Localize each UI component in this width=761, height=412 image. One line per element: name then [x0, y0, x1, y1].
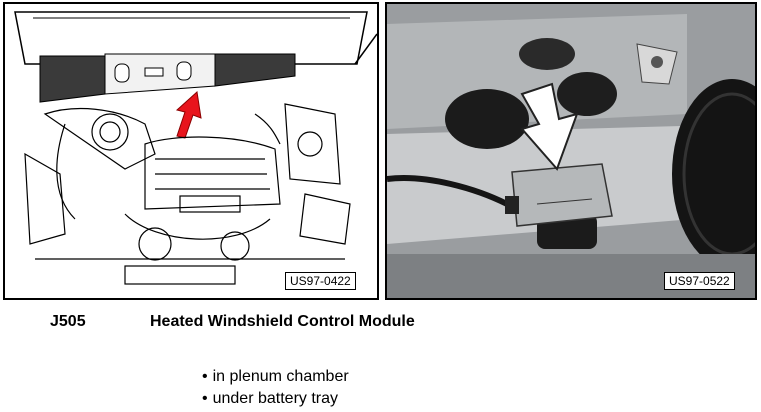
control-module [505, 163, 613, 227]
figure-code-right: US97-0522 [664, 272, 735, 290]
plenum-cover [39, 53, 296, 103]
engine-bay-figure: US97-0422 [3, 2, 379, 300]
red-arrow-icon [175, 91, 202, 139]
location-item: in plenum chamber [202, 366, 349, 388]
component-id: J505 [50, 313, 86, 330]
control-module-photo: US97-0522 [385, 2, 757, 300]
engine-block [24, 103, 351, 285]
component-name: Heated Windshield Control Module [150, 313, 415, 330]
module-location-photo [387, 4, 755, 298]
white-arrow-icon [520, 82, 579, 171]
location-list: in plenum chamber under battery tray [202, 366, 349, 410]
figure-code-left: US97-0422 [285, 272, 356, 290]
location-item: under battery tray [202, 388, 349, 410]
engine-bay-drawing [14, 11, 377, 285]
